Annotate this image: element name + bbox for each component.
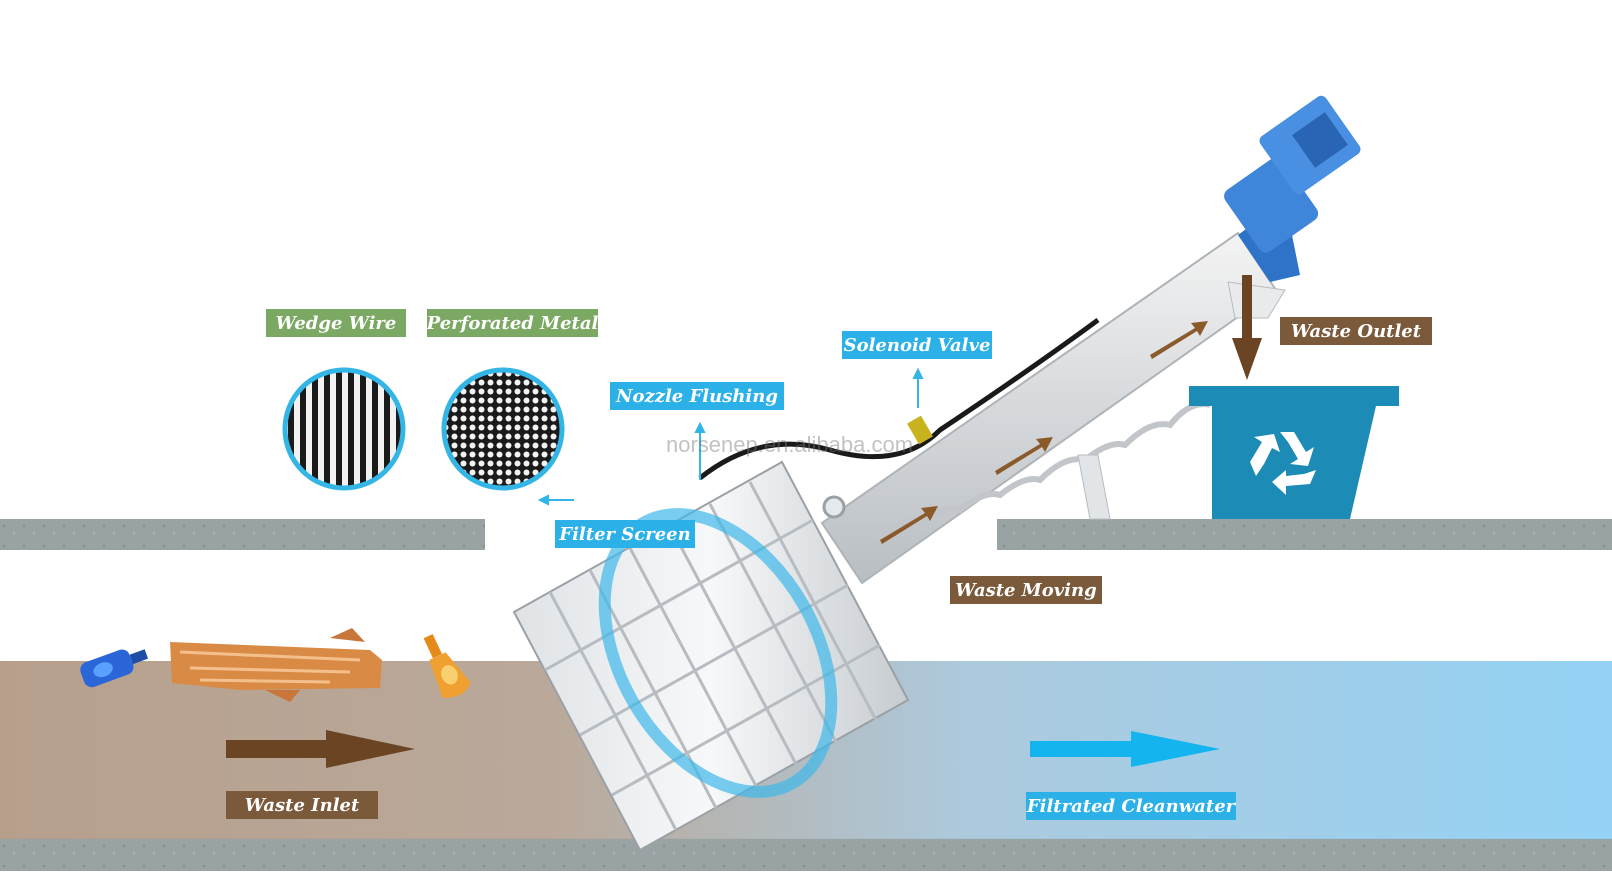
pointer-arrows [537,367,924,506]
label-solenoid-valve: Solenoid Valve [842,331,992,359]
recycle-icon [1250,432,1316,495]
label-filter-screen: Filter Screen [555,520,695,548]
label-waste-moving: Waste Moving [950,576,1102,604]
waste-moving-arrows [880,321,1208,544]
bottle-icon [80,649,149,688]
label-waste-outlet: Waste Outlet [1280,317,1432,345]
bottle-icon [423,634,471,698]
label-wedge-wire: Wedge Wire [266,309,406,337]
cleanwater-arrow [1030,731,1220,767]
label-waste-inlet: Waste Inlet [226,791,378,819]
solenoid-valve-body [907,415,933,445]
waste-inlet-arrow [226,730,415,768]
drum-filter-screen [512,460,910,852]
waste-bin [1189,386,1399,519]
label-filtrated-cleanwater: Filtrated Cleanwater [1026,792,1236,820]
flushing-hose [698,317,1100,480]
watermark: norsenep.en.alibaba.com [666,432,914,457]
label-nozzle-flushing: Nozzle Flushing [610,382,784,410]
ground-slab-right [997,519,1612,550]
motor-icon [1224,95,1361,282]
ground-slab-left [0,519,485,550]
channel-bottom [0,838,1612,871]
log-icon [170,628,382,702]
waste-outlet-arrow [1232,275,1262,380]
label-perforated-metal: Perforated Metal [427,309,598,337]
